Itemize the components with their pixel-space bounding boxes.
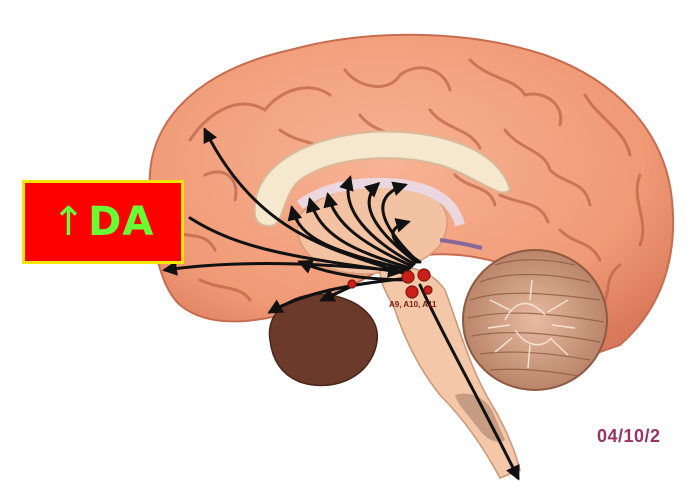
up-arrow-icon: ↑: [52, 199, 87, 245]
cerebellum: [463, 250, 607, 390]
dopamine-increase-box: ↑ DA: [22, 180, 184, 264]
nucleus-dot: [406, 286, 418, 298]
nucleus-dot: [424, 286, 432, 294]
hypothalamus: [269, 294, 377, 385]
dopamine-label: DA: [88, 199, 154, 245]
nucleus-dot: [402, 271, 414, 283]
date-label: 04/10/2: [597, 426, 661, 447]
nucleus-dot: [418, 269, 430, 281]
nucleus-dot: [348, 280, 356, 288]
nuclei-label: A9, A10, A11: [389, 300, 436, 309]
